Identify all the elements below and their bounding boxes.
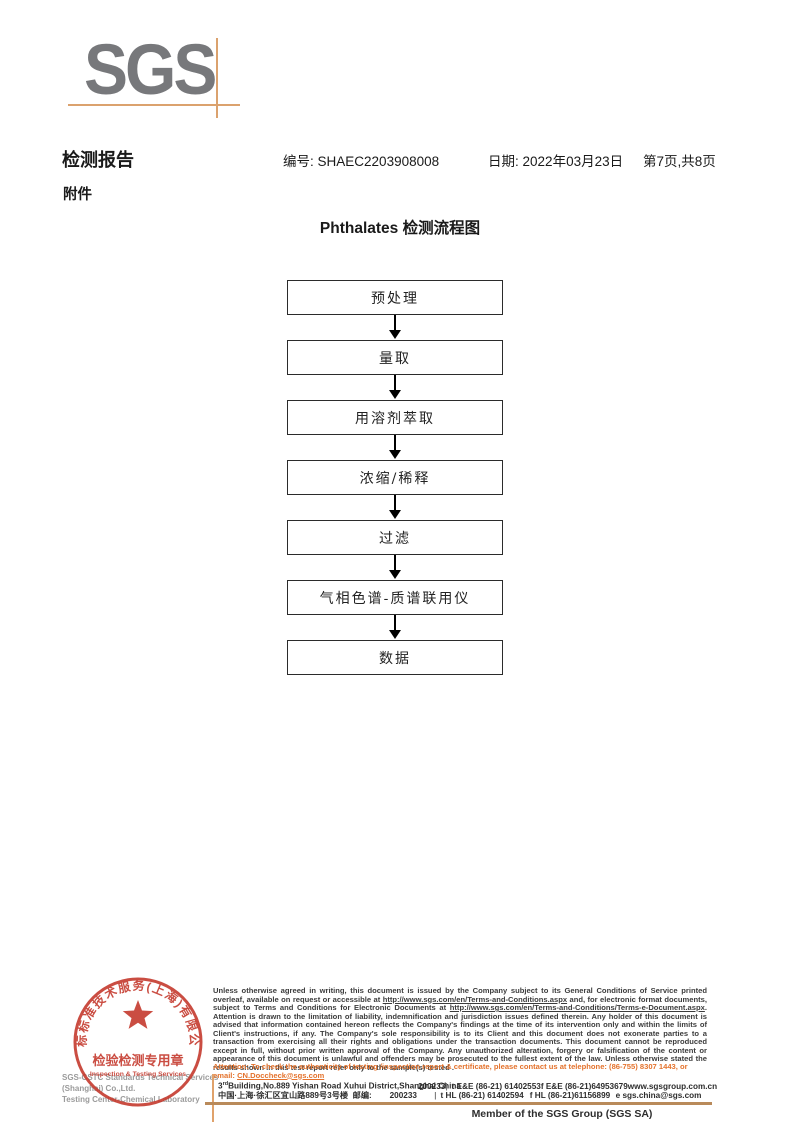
report-title: 检测报告 [62, 150, 134, 170]
attention-text: Attention: To check the authenticity of … [213, 1062, 688, 1080]
column-divider: | [445, 1081, 448, 1091]
legal-disclaimer: Unless otherwise agreed in writing, this… [213, 986, 707, 1072]
report-date: 日期: 2022年03月23日 [488, 150, 623, 170]
report-number: 编号: SHAEC2203908008 [283, 150, 439, 170]
page-indicator: 第7页,共8页 [643, 154, 716, 169]
terms-e-document-url[interactable]: http://www.sgs.com/en/Terms-and-Conditio… [449, 1003, 705, 1012]
flowchart-title: Phthalates 检测流程图 [319, 220, 481, 237]
attachment-label: 附件 [63, 187, 92, 203]
phone-cn: t HL (86-21) 61402594 [440, 1091, 524, 1100]
email-link[interactable]: e sgs.china@sgs.com [615, 1091, 702, 1100]
flow-step-concentrate-dilute: 浓缩/稀释 [287, 460, 503, 495]
arrow-down-icon [389, 315, 401, 340]
doccheck-email-link[interactable]: CN.Doccheck@sgs.com [237, 1070, 325, 1080]
website-link[interactable]: www.sgsgroup.com.cn [627, 1081, 718, 1091]
company-name-line1: SGS-CSTC Standards Technical Services (S… [62, 1073, 219, 1093]
address-row-en: 3rdBuilding,No.889 Yishan Road Xuhui Dis… [218, 1078, 717, 1091]
report-date-label: 日期: [488, 154, 519, 169]
sgs-member-line: Member of the SGS Group (SGS SA) [471, 1108, 653, 1120]
postal-code-cn: 200233 [389, 1091, 417, 1100]
arrow-down-icon [389, 555, 401, 580]
legal-text-3: . Attention is drawn to the limitation o… [213, 1003, 707, 1072]
stamp-center-subtext: Inspection & Testing Services [90, 1071, 186, 1078]
footer-crosshair-vertical [212, 1074, 214, 1122]
stamp-center-text: 检验检测专用章 [92, 1053, 183, 1068]
address-cn: 中国·上海·徐汇区宜山路889号3号楼 邮编: [218, 1091, 372, 1100]
address-row-cn: 中国·上海·徐汇区宜山路889号3号楼 邮编: 200233 | t HL (8… [218, 1090, 710, 1102]
arrow-down-icon [389, 375, 401, 400]
phone-en: t E&E (86-21) 61402553 [451, 1081, 541, 1091]
flow-step-filter: 过滤 [287, 520, 503, 555]
arrow-down-icon [389, 495, 401, 520]
report-number-value: SHAEC2203908008 [317, 154, 440, 169]
footer-divider-line [205, 1102, 712, 1105]
report-date-value: 2022年03月23日 [522, 154, 624, 169]
flow-step-measure: 量取 [287, 340, 503, 375]
legal-text-1: Unless otherwise agreed in writing, this… [213, 986, 707, 1004]
arrow-down-icon [389, 615, 401, 640]
company-name-en: SGS-CSTC Standards Technical Services (S… [62, 1072, 232, 1105]
flowchart: 预处理 量取 用溶剂萃取 浓缩/稀释 过滤 气相色谱-质谱联用仪 数据 [287, 280, 503, 675]
sgs-logo: SGS [84, 29, 217, 109]
logo-crosshair-horizontal [68, 104, 240, 106]
inspection-stamp: 通标标准技术服务(上海)有限公司 检验检测专用章 Inspection & Te… [68, 972, 203, 1107]
address-block: 3rdBuilding,No.889 Yishan Road Xuhui Dis… [218, 1078, 717, 1102]
company-name-line2: Testing Center-Chemical Laboratory [62, 1095, 200, 1104]
flow-step-data: 数据 [287, 640, 503, 675]
legal-text-2: and, for electronic format documents, su… [213, 994, 707, 1012]
flow-step-solvent-extraction: 用溶剂萃取 [287, 400, 503, 435]
star-icon [122, 1000, 154, 1029]
report-number-label: 编号: [283, 154, 314, 169]
stamp-circle [73, 977, 203, 1107]
postal-code-en: 200233 [418, 1081, 446, 1091]
flow-step-gcms: 气相色谱-质谱联用仪 [287, 580, 503, 615]
arrow-down-icon [389, 435, 401, 460]
flow-step-pretreatment: 预处理 [287, 280, 503, 315]
address-en: 3rdBuilding,No.889 Yishan Road Xuhui Dis… [218, 1081, 461, 1091]
terms-url[interactable]: http://www.sgs.com/en/Terms-and-Conditio… [382, 994, 568, 1004]
column-divider: | [434, 1091, 437, 1100]
attention-notice: Attention: To check the authenticity of … [213, 1062, 707, 1080]
fax-cn: f HL (86-21)61156899 [529, 1091, 611, 1100]
fax-en: f E&E (86-21)64953679 [540, 1081, 628, 1091]
logo-crosshair-vertical [216, 38, 218, 118]
